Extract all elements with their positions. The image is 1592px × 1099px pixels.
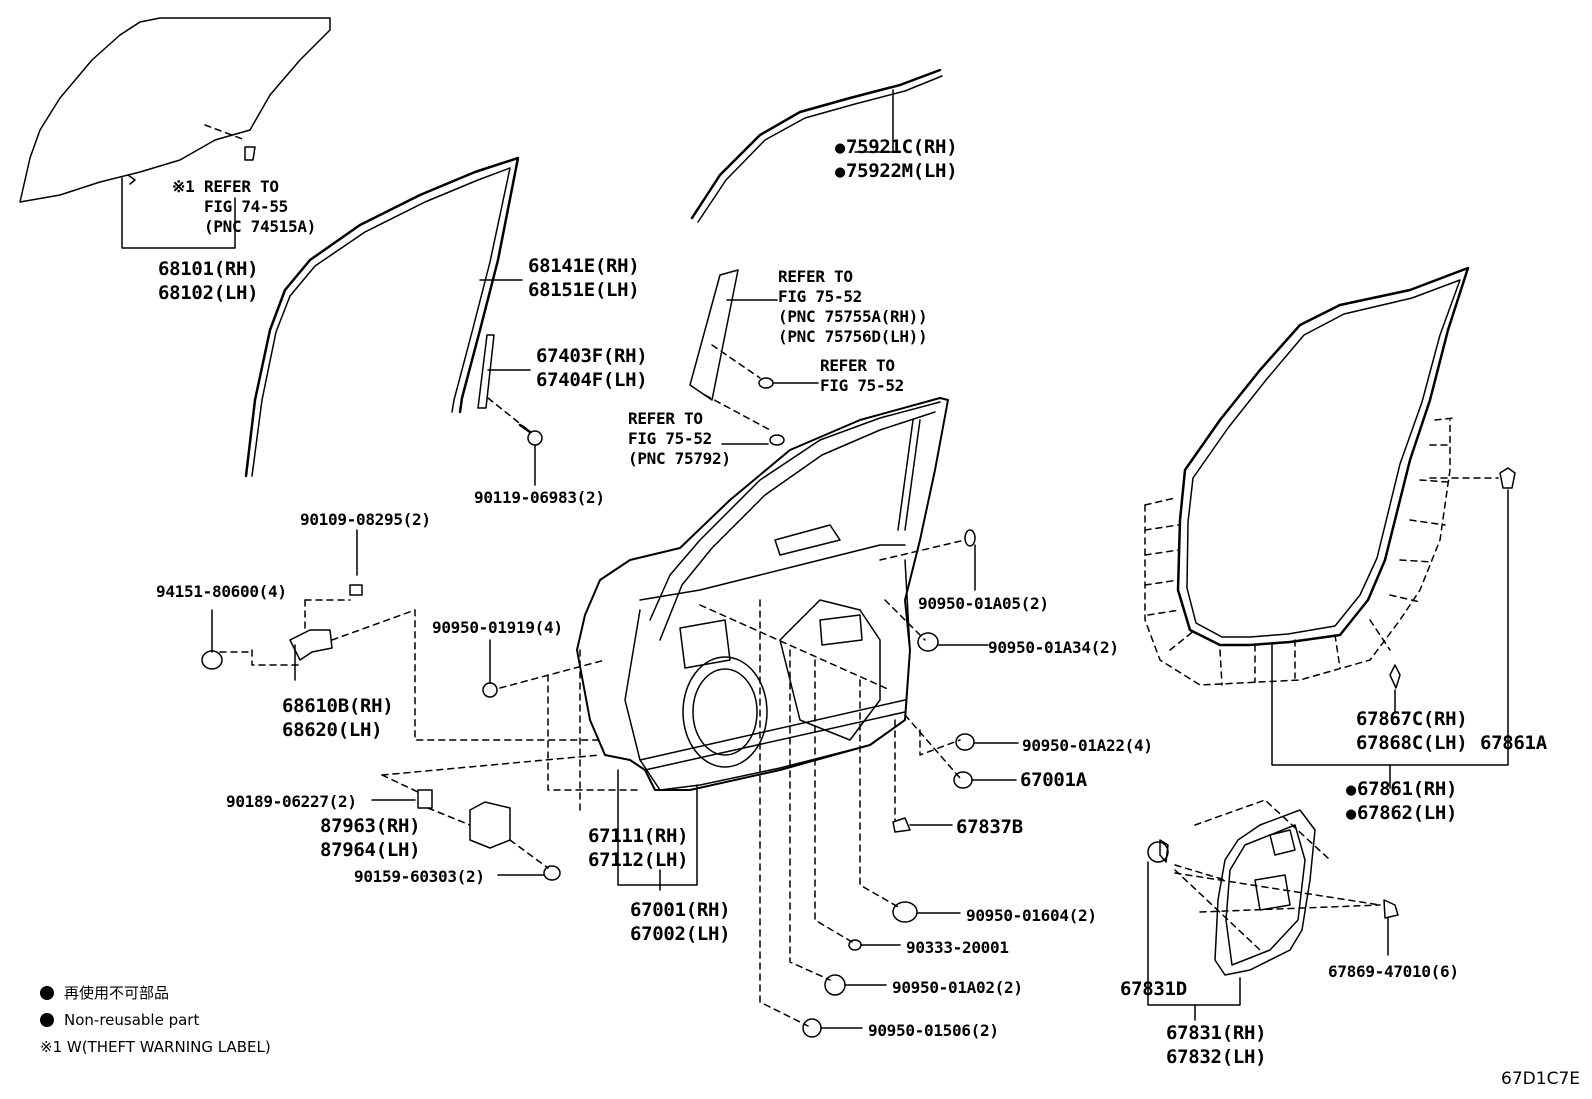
label-67831: 67831(RH)	[1166, 1022, 1267, 1044]
legend-note: ※1 W(THEFT WARNING LABEL)	[40, 1038, 271, 1056]
label-90189: 90189-06227(2)	[226, 792, 357, 811]
ref3-line1: REFER TO	[820, 356, 895, 375]
label-68101: 68101(RH)	[158, 258, 259, 280]
division-bar	[477, 334, 543, 486]
label-75921C: 75921C(RH)	[835, 136, 958, 159]
door-leader-lines	[617, 769, 698, 891]
ref1-line3: (PNC 74515A)	[204, 217, 316, 236]
glass-run-channel	[244, 156, 523, 478]
label-90950-01604: 90950-01604(2)	[966, 906, 1097, 925]
label-67111: 67111(RH)	[588, 825, 689, 847]
weatherstrip-leaders	[1271, 467, 1516, 789]
label-90119: 90119-06983(2)	[474, 488, 605, 507]
label-67868C: 67868C(LH)	[1356, 732, 1468, 754]
label-94151: 94151-80600(4)	[156, 582, 287, 601]
label-67001A: 67001A	[1020, 769, 1087, 791]
door-lower-brackets	[371, 754, 601, 881]
legend-en-row: Non-reusable part	[40, 1007, 271, 1034]
diagram-code: 67D1C7E	[1501, 1069, 1580, 1089]
front-door-panel	[576, 397, 949, 791]
label-87964: 87964(LH)	[320, 839, 421, 861]
ref4-line3: (PNC 75792)	[628, 449, 731, 468]
ref2-line4: (PNC 75756D(LH))	[778, 327, 928, 346]
label-68610B: 68610B(RH)	[282, 695, 394, 717]
legend-jp: 再使用不可部品	[64, 984, 170, 1002]
filled-circle-icon	[40, 1013, 54, 1027]
door-weatherstrip	[1176, 266, 1470, 647]
ref2-line1: REFER TO	[778, 267, 853, 286]
label-67861A: 67861A	[1480, 732, 1547, 754]
label-67403F: 67403F(RH)	[536, 345, 648, 367]
label-90950-01A22: 90950-01A22(4)	[1022, 736, 1153, 755]
fastener-leader-lines	[499, 539, 966, 1027]
label-90950-01A34: 90950-01A34(2)	[988, 638, 1119, 657]
label-67867C: 67867C(RH)	[1356, 708, 1468, 730]
door-hinge	[201, 529, 601, 741]
ref4-line1: REFER TO	[628, 409, 703, 428]
label-67404F: 67404F(LH)	[536, 369, 648, 391]
fastener-solid-leaders	[489, 544, 1019, 1029]
label-90950-01919: 90950-01919(4)	[432, 618, 563, 637]
pillar-garnish	[689, 269, 819, 446]
weatherstrip-dashed-outline	[1144, 417, 1499, 686]
label-90950-01A05: 90950-01A05(2)	[918, 594, 1049, 613]
label-68141E: 68141E(RH)	[528, 255, 640, 277]
filled-circle-icon	[40, 986, 54, 1000]
label-67861: 67861(RH)	[1346, 778, 1458, 801]
ref4-line2: FIG 75-52	[628, 429, 712, 448]
ref1-line2: FIG 74-55	[204, 197, 288, 216]
label-68620: 68620(LH)	[282, 719, 383, 741]
label-90950-01A02: 90950-01A02(2)	[892, 978, 1023, 997]
label-67001: 67001(RH)	[630, 899, 731, 921]
label-90333: 90333-20001	[906, 938, 1009, 957]
label-67002: 67002(LH)	[630, 923, 731, 945]
legend: 再使用不可部品 Non-reusable part ※1 W(THEFT WAR…	[40, 980, 271, 1061]
label-67112: 67112(LH)	[588, 849, 689, 871]
label-67869: 67869-47010(6)	[1328, 962, 1459, 981]
label-67862: 67862(LH)	[1346, 802, 1458, 825]
label-90109: 90109-08295(2)	[300, 510, 431, 529]
ref1-line1: REFER TO	[204, 177, 279, 196]
label-68151E: 68151E(LH)	[528, 279, 640, 301]
fasteners	[482, 529, 976, 1038]
label-68102: 68102(LH)	[158, 282, 259, 304]
ref1-mark: ※1	[172, 177, 195, 196]
ref2-line3: (PNC 75755A(RH))	[778, 307, 928, 326]
label-67832: 67832(LH)	[1166, 1046, 1267, 1068]
label-67831D: 67831D	[1120, 978, 1187, 1000]
legend-jp-row: 再使用不可部品	[40, 980, 271, 1007]
label-87963: 87963(RH)	[320, 815, 421, 837]
label-90159: 90159-60303(2)	[354, 867, 485, 886]
label-67837B: 67837B	[956, 816, 1023, 838]
door-glass	[19, 17, 331, 249]
label-90950-01506: 90950-01506(2)	[868, 1021, 999, 1040]
label-75922M: 75922M(LH)	[835, 160, 958, 183]
legend-en: Non-reusable part	[64, 1011, 200, 1029]
door-lock-assembly	[1147, 799, 1399, 1021]
ref2-line2: FIG 75-52	[778, 287, 862, 306]
ref3-line2: FIG 75-52	[820, 376, 904, 395]
